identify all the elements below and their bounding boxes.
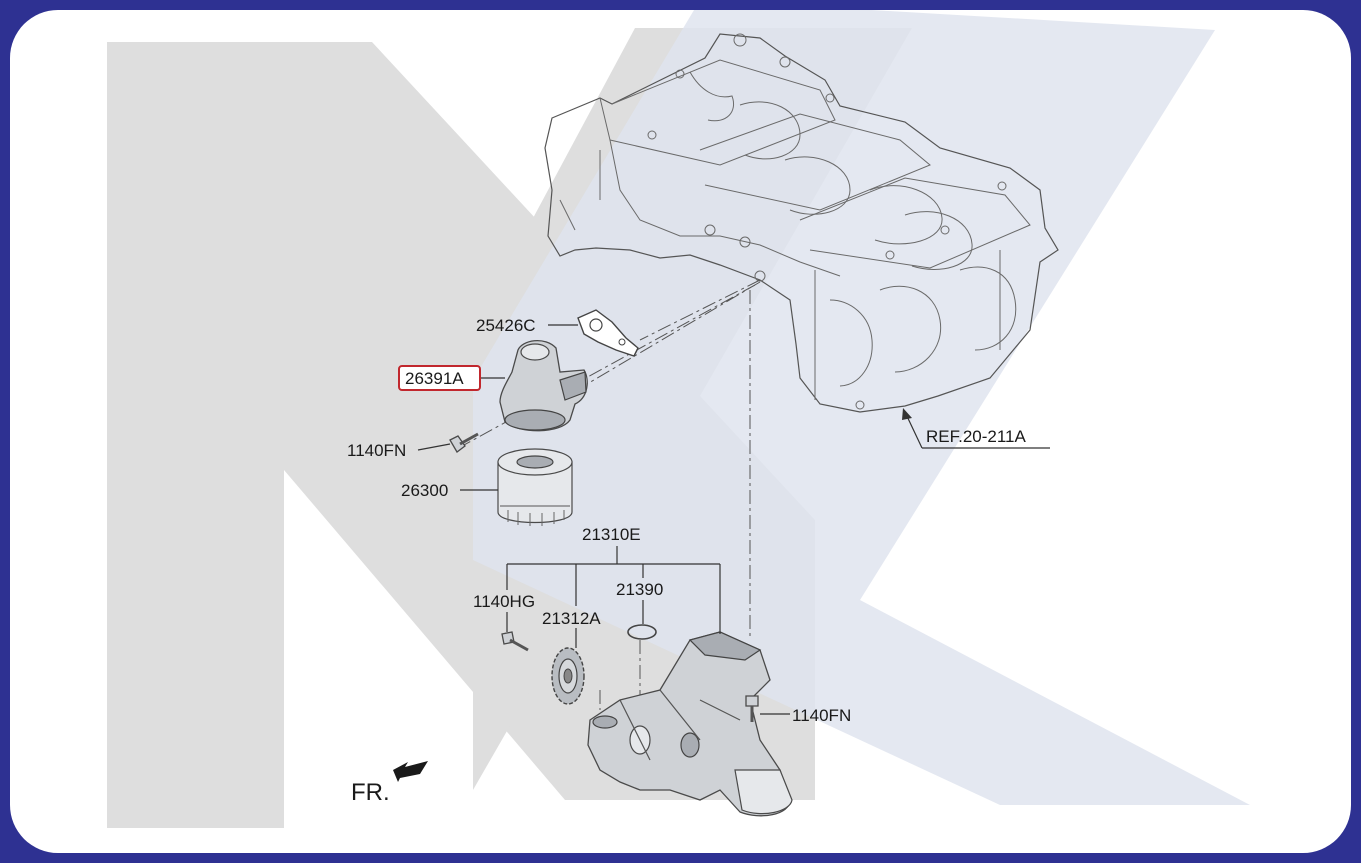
label-reference[interactable]: REF.20-211A: [926, 427, 1027, 446]
label-gasket[interactable]: 25426C: [476, 316, 536, 335]
label-oil-pump-assy[interactable]: 21310E: [582, 525, 641, 544]
bolt-hg-part: [501, 631, 529, 652]
label-o-ring[interactable]: 21390: [616, 580, 663, 599]
label-bolt-hg[interactable]: 1140HG: [473, 592, 535, 611]
bolt-top-part: [449, 432, 479, 453]
oil-filter-part: [497, 448, 573, 526]
engine-block-sketch: [544, 33, 1059, 413]
label-sprocket[interactable]: 21312A: [542, 609, 601, 628]
label-filter[interactable]: 26300: [401, 481, 448, 500]
alignment-lines: [454, 279, 761, 710]
bolt-pump-part: [745, 695, 759, 722]
label-bolt-pump[interactable]: 1140FN: [792, 706, 851, 725]
label-bolt-top[interactable]: 1140FN: [347, 441, 406, 460]
label-front-marker: FR.: [351, 779, 390, 806]
o-ring-part: [627, 624, 657, 640]
watermark-right-stroke: [473, 10, 1250, 805]
diagram-panel: 25426C 26391A 1140FN 26300 21310E 1140HG…: [10, 10, 1351, 853]
part-labels: 25426C 26391A 1140FN 26300 21310E 1140HG…: [347, 316, 1027, 806]
gasket-part: [577, 309, 639, 357]
oil-pump-part: [587, 631, 793, 817]
parts-diagram: 25426C 26391A 1140FN 26300 21310E 1140HG…: [107, 10, 1250, 828]
front-arrow-icon: [393, 761, 428, 782]
leader-lines: [417, 324, 1050, 715]
watermark-logo: [107, 10, 1250, 828]
highlight-box: [398, 365, 481, 391]
sprocket-part: [551, 647, 585, 705]
label-filter-housing[interactable]: 26391A: [405, 369, 464, 388]
filter-housing-part: [499, 340, 588, 432]
block-outline: [544, 33, 1059, 413]
